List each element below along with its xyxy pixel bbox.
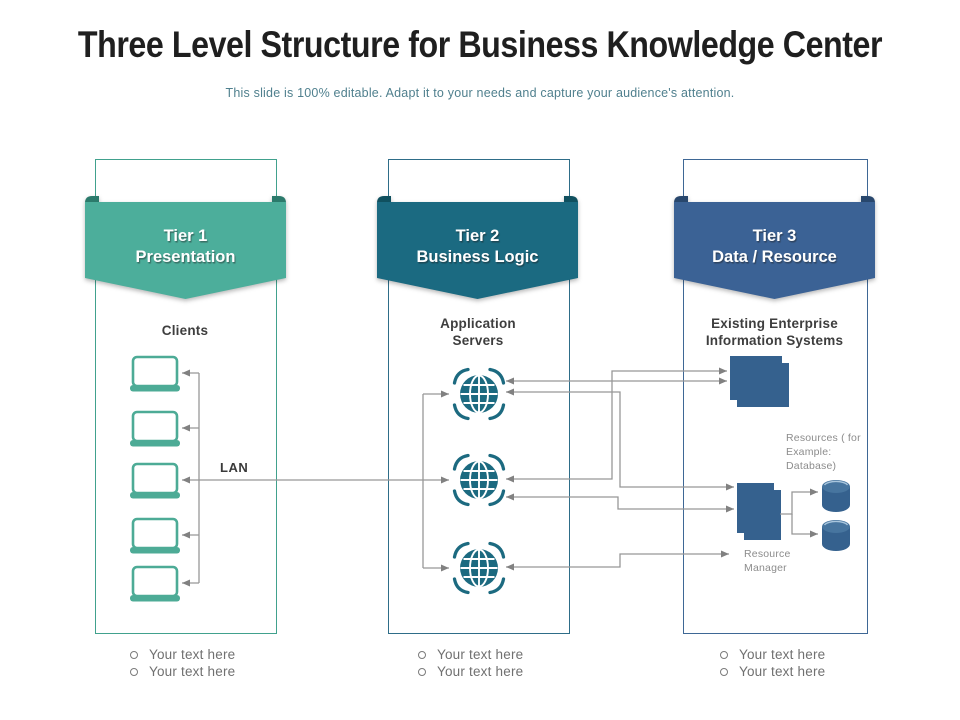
tier-2-bullet-list: Your text here Your text here — [418, 646, 618, 680]
header-line: Servers — [452, 333, 504, 348]
label-line: Database) — [786, 460, 837, 472]
banner-line-2: Presentation — [135, 248, 236, 266]
ribbon-band — [377, 202, 578, 299]
ribbon-band — [674, 202, 875, 299]
slide-subtitle: This slide is 100% editable. Adapt it to… — [225, 86, 735, 100]
tier-1-ribbon-banner-icon — [85, 196, 286, 299]
tier-3-ribbon-banner-icon — [674, 196, 875, 299]
bullet-circle-icon — [720, 667, 728, 676]
list-item: Your text here — [720, 663, 920, 680]
bullet-text: Your text here — [739, 664, 826, 679]
bullet-text: Your text here — [149, 647, 236, 662]
banner-line-1: Tier 2 — [455, 227, 500, 245]
banner-line-1: Tier 3 — [752, 227, 797, 245]
resource-manager-label: Resource Manager — [744, 547, 814, 575]
label-line: Resource — [744, 548, 791, 560]
list-item: Your text here — [130, 646, 330, 663]
bullet-text: Your text here — [437, 664, 524, 679]
bullet-circle-icon — [130, 667, 138, 676]
label-line: Manager — [744, 562, 787, 574]
tier-1-banner-title: Tier 1 Presentation — [83, 226, 288, 268]
header-line: Existing Enterprise — [711, 316, 838, 331]
slide-title: Three Level Structure for Business Knowl… — [77, 24, 883, 65]
bullet-circle-icon — [418, 650, 426, 659]
tier-3-banner-title: Tier 3 Data / Resource — [672, 226, 877, 268]
bullet-circle-icon — [130, 650, 138, 659]
list-item: Your text here — [418, 663, 618, 680]
label-line: Resources ( for — [786, 432, 861, 444]
tier-2-banner-title: Tier 2 Business Logic — [375, 226, 580, 268]
tier-1-bullet-list: Your text here Your text here — [130, 646, 330, 680]
bullet-circle-icon — [720, 650, 728, 659]
header-line: Clients — [161, 323, 209, 338]
banner-line-2: Business Logic — [416, 248, 539, 266]
ribbon-band — [85, 202, 286, 299]
bullet-text: Your text here — [437, 647, 524, 662]
bullet-text: Your text here — [149, 664, 236, 679]
banner-line-1: Tier 1 — [163, 227, 208, 245]
banner-line-2: Data / Resource — [712, 248, 837, 266]
list-item: Your text here — [720, 646, 920, 663]
tier-3-bullet-list: Your text here Your text here — [720, 646, 920, 680]
bullet-circle-icon — [418, 667, 426, 676]
list-item: Your text here — [418, 646, 618, 663]
tier-2-ribbon-banner-icon — [377, 196, 578, 299]
lan-label: LAN — [220, 460, 249, 475]
label-line: Example: — [786, 446, 832, 458]
header-line: Information Systems — [705, 333, 844, 348]
list-item: Your text here — [130, 663, 330, 680]
clients-header: Clients — [95, 322, 275, 339]
bullet-text: Your text here — [739, 647, 826, 662]
header-line: Application — [440, 316, 516, 331]
resources-database-label: Resources ( for Example: Database) — [786, 431, 864, 473]
